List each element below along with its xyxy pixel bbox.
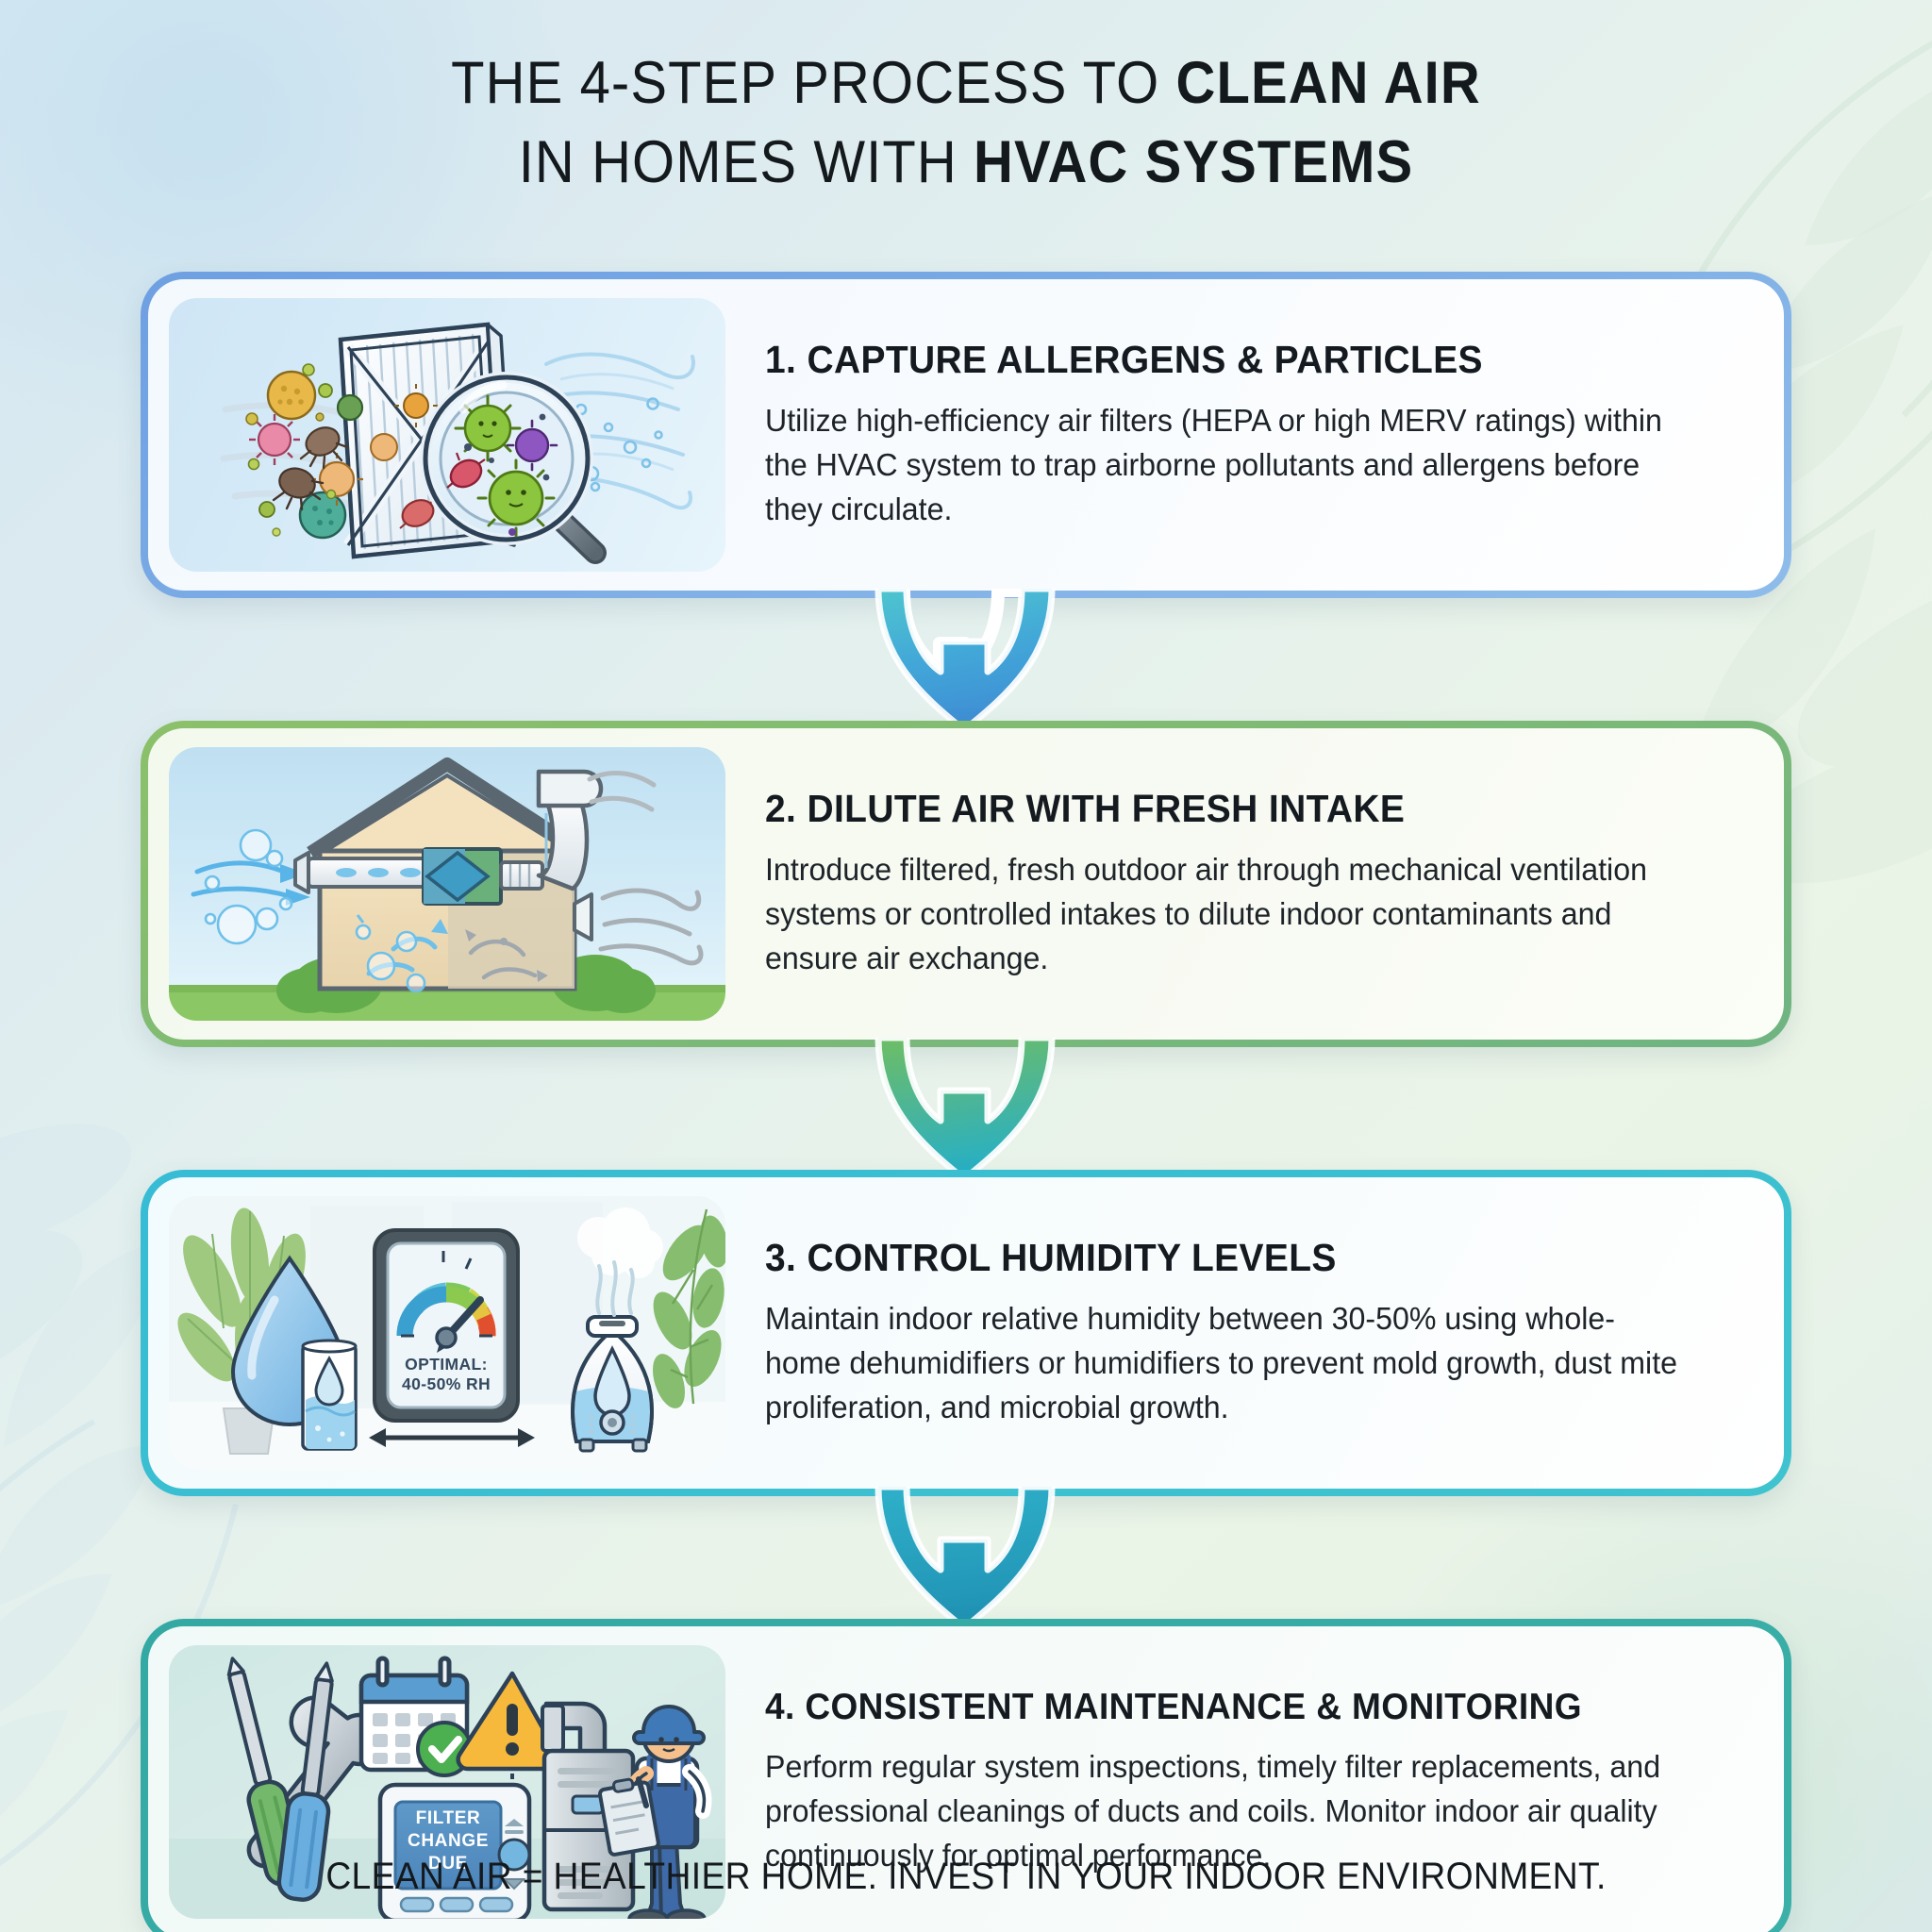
down-arrow-icon xyxy=(874,1038,1056,1179)
page-title-line-2: IN HOMES WITH HVAC SYSTEMS xyxy=(77,123,1855,202)
gauge-label-line-1: OPTIMAL: xyxy=(405,1355,488,1374)
step-card-2-inner: 2. DILUTE AIR WITH FRESH INTAKE Introduc… xyxy=(148,728,1784,1040)
house-ventilation-illustration-svg xyxy=(169,758,725,1021)
thermostat-display-text: FILTER CHANGE DUE xyxy=(395,1807,501,1875)
arrow-step2-to-step3 xyxy=(0,1038,1932,1179)
filter-allergens-illustration-svg xyxy=(220,322,695,564)
thermostat-line-3: DUE xyxy=(428,1854,468,1874)
page-header: THE 4-STEP PROCESS TO CLEAN AIR IN HOMES… xyxy=(0,43,1932,202)
gauge-label: OPTIMAL: 40-50% RH xyxy=(388,1355,505,1394)
page-title-line-1: THE 4-STEP PROCESS TO CLEAN AIR xyxy=(77,43,1855,123)
step-card-3-inner: OPTIMAL: 40-50% RH xyxy=(148,1177,1784,1489)
step-4-description: Perform regular system inspections, time… xyxy=(765,1749,1661,1874)
step-2-description: Introduce filtered, fresh outdoor air th… xyxy=(765,853,1647,976)
title-line2-highlight: HVAC SYSTEMS xyxy=(974,129,1414,195)
humidity-control-illustration-svg: OPTIMAL: 40-50% RH xyxy=(169,1196,725,1470)
thermostat-line-2: CHANGE xyxy=(408,1831,489,1851)
title-line2-plain: IN HOMES WITH xyxy=(518,129,974,195)
title-line1-highlight: CLEAN AIR xyxy=(1175,50,1481,116)
step-1-text: 1. CAPTURE ALLERGENS & PARTICLES Utilize… xyxy=(752,334,1763,536)
arrow-step3-to-step4 xyxy=(0,1487,1932,1628)
step-3-text: 3. CONTROL HUMIDITY LEVELS Maintain indo… xyxy=(752,1232,1763,1434)
gauge-label-line-2: 40-50% RH xyxy=(401,1374,491,1393)
step-4-text: 4. CONSISTENT MAINTENANCE & MONITORING P… xyxy=(752,1683,1763,1882)
step-1-title: 1. CAPTURE ALLERGENS & PARTICLES xyxy=(765,338,1483,381)
down-arrow-icon xyxy=(874,1487,1056,1628)
step-2-illustration xyxy=(169,747,725,1021)
step-2-title: 2. DILUTE AIR WITH FRESH INTAKE xyxy=(765,787,1406,830)
step-card-3: OPTIMAL: 40-50% RH xyxy=(141,1170,1791,1496)
step-card-2: 2. DILUTE AIR WITH FRESH INTAKE Introduc… xyxy=(141,721,1791,1047)
step-3-illustration: OPTIMAL: 40-50% RH xyxy=(169,1196,725,1470)
step-3-description: Maintain indoor relative humidity betwee… xyxy=(765,1302,1678,1425)
step-4-title: 4. CONSISTENT MAINTENANCE & MONITORING xyxy=(765,1686,1582,1727)
thermostat-line-1: FILTER xyxy=(415,1808,481,1828)
steps-container: 1. CAPTURE ALLERGENS & PARTICLES Utilize… xyxy=(0,272,1932,1932)
step-card-1-inner: 1. CAPTURE ALLERGENS & PARTICLES Utilize… xyxy=(148,279,1784,591)
down-arrow-icon xyxy=(874,589,1056,730)
step-card-4: FILTER CHANGE DUE xyxy=(141,1619,1791,1932)
step-card-1: 1. CAPTURE ALLERGENS & PARTICLES Utilize… xyxy=(141,272,1791,598)
footer-tagline: CLEAN AIR = HEALTHIER HOME. INVEST IN YO… xyxy=(325,1856,1607,1897)
maintenance-illustration-svg: FILTER CHANGE DUE xyxy=(169,1656,725,1919)
step-4-illustration: FILTER CHANGE DUE xyxy=(169,1645,725,1919)
step-3-title: 3. CONTROL HUMIDITY LEVELS xyxy=(765,1236,1337,1279)
step-1-description: Utilize high-efficiency air filters (HEP… xyxy=(765,404,1662,527)
arrow-step1-to-step2 xyxy=(0,589,1932,730)
step-card-4-inner: FILTER CHANGE DUE xyxy=(148,1626,1784,1932)
step-1-illustration xyxy=(169,298,725,572)
step-2-text: 2. DILUTE AIR WITH FRESH INTAKE Introduc… xyxy=(752,783,1763,985)
title-line1-plain: THE 4-STEP PROCESS TO xyxy=(451,50,1176,116)
